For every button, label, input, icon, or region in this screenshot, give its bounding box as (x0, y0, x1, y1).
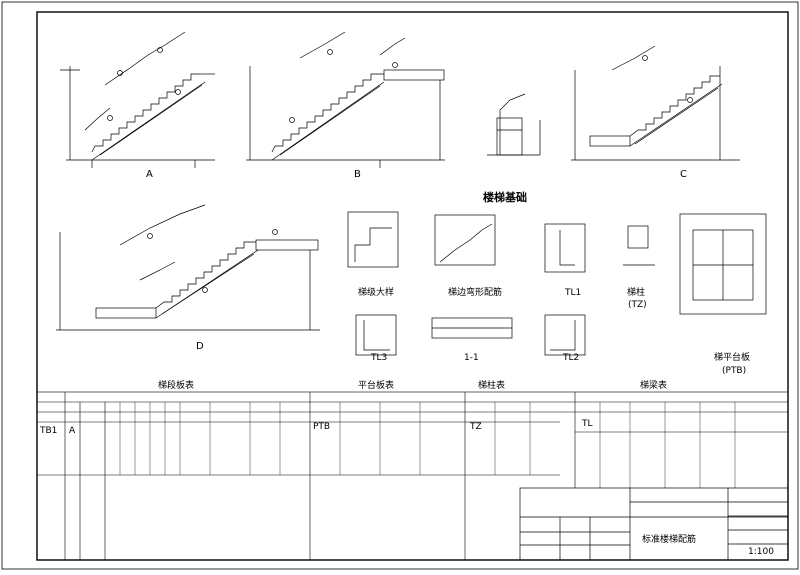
stair-table-title: 梯段板表 (158, 381, 195, 391)
foundation-detail (487, 93, 541, 156)
platform-slab-title: 梯平台板 (714, 353, 751, 363)
beam-table-title: 梯梁表 (640, 381, 668, 391)
stair-type-b-label: B (354, 169, 361, 180)
tl2-title: TL2 (563, 353, 580, 363)
stair-elevation-d (56, 204, 320, 331)
detail-drawings (347, 211, 767, 356)
tl3-title: TL3 (371, 353, 388, 363)
platform-row-id: PTB (313, 422, 331, 432)
tl1-title: TL1 (565, 288, 582, 298)
bent-joint-title: 梯边弯形配筋 (448, 288, 503, 298)
stair-type-a-label: A (146, 169, 153, 180)
stair-row-type: A (69, 426, 76, 436)
schedule-tables (36, 391, 789, 561)
drawing-scale: 1:100 (748, 547, 774, 557)
tread-joint-title: 梯级大样 (358, 288, 395, 298)
section-1-1-title: 1-1 (464, 353, 479, 363)
column-row-id: TZ (470, 422, 482, 432)
title-block (519, 487, 789, 561)
stair-type-c-label: C (680, 169, 687, 180)
column-code: (TZ) (628, 300, 647, 310)
platform-slab-code: (PTB) (722, 366, 747, 376)
column-table-title: 梯柱表 (478, 381, 506, 391)
beam-row-id: TL (582, 419, 593, 429)
column-title: 梯柱 (627, 288, 646, 298)
foundation-title: 楼梯基础 (483, 191, 527, 204)
stair-elevation-c (571, 45, 740, 161)
platform-table-title: 平台板表 (358, 381, 395, 391)
stair-elevation-a (60, 31, 215, 168)
stair-elevation-b (246, 31, 445, 168)
stair-row-id: TB1 (40, 426, 58, 436)
drawing-name: 标准楼梯配筋 (642, 535, 697, 545)
stair-type-d-label: D (196, 341, 204, 352)
